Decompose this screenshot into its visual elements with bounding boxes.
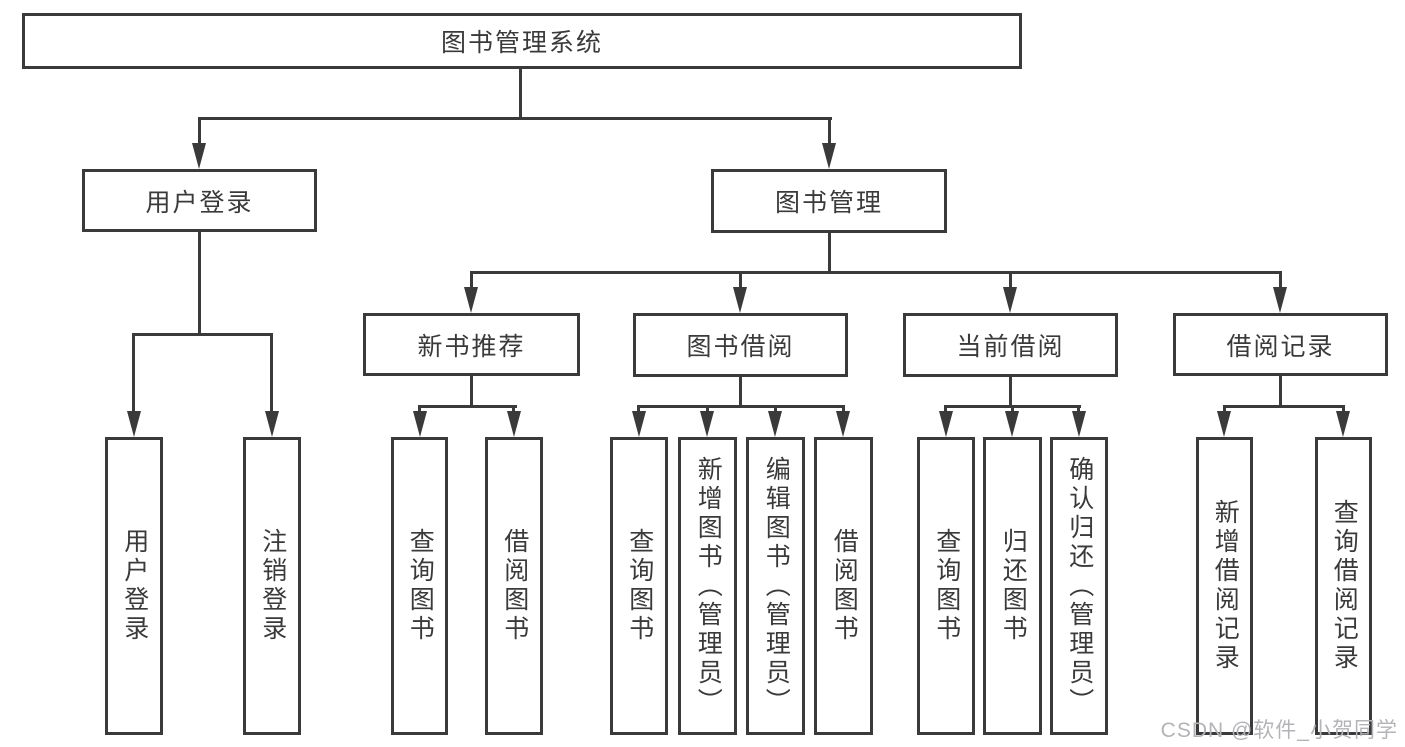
arrowhead-icon [265,411,279,437]
leaf-cb-confirm-return-admin: 确认归还（管理员） [1050,437,1108,735]
connector-line [739,271,742,289]
node-book-management: 图书管理 [711,169,947,233]
arrowhead-icon [507,411,521,437]
arrowhead-icon [1273,287,1287,313]
leaf-rec-add-record: 新增借阅记录 [1196,437,1253,735]
connector-line [1279,271,1282,289]
connector-line [198,232,201,333]
arrowhead-icon [733,287,747,313]
node-book-borrowing: 图书借阅 [633,313,848,377]
connector-line [1223,405,1226,414]
connector-line [1279,376,1282,407]
arrowhead-icon [836,411,850,437]
csdn-watermark: CSDN @软件_小贺同学 [1160,719,1398,742]
leaf-cb-query-books: 查询图书 [917,437,975,735]
connector-line [828,233,831,273]
connector-line [132,333,135,413]
arrowhead-icon [1005,411,1019,437]
connector-line [512,405,515,414]
connector-line [739,377,742,407]
connector-line [842,405,845,414]
arrowhead-icon [127,411,141,437]
connector-line [519,69,522,117]
leaf-nb-borrow-books: 借阅图书 [485,437,543,735]
leaf-bb-add-books-admin: 新增图书（管理员） [678,437,737,735]
connector-line [637,405,845,408]
connector-line [198,117,832,120]
arrowhead-icon [413,411,427,437]
leaf-bb-query-books: 查询图书 [610,437,668,735]
arrowhead-icon [700,411,714,437]
arrowhead-icon [1072,411,1086,437]
arrowhead-icon [1336,411,1350,437]
connector-line [418,405,421,414]
node-new-book-recommend: 新书推荐 [363,313,580,376]
leaf-nb-query-books: 查询图书 [391,437,448,735]
connector-line [132,333,273,336]
connector-line [1077,405,1080,414]
node-current-borrowing: 当前借阅 [903,313,1118,377]
arrowhead-icon [1003,287,1017,313]
arrowhead-icon [768,411,782,437]
leaf-user-login: 用户登录 [105,437,163,735]
connector-line [706,405,709,414]
connector-line [1011,405,1014,414]
arrowhead-icon [822,143,836,169]
connector-line [1009,377,1012,407]
connector-line [1223,405,1345,408]
leaf-bb-edit-books-admin: 编辑图书（管理员） [746,437,805,735]
connector-line [198,117,201,145]
connector-line [470,376,473,407]
connector-line [470,271,1282,274]
connector-line [1342,405,1345,414]
connector-line [470,271,473,289]
connector-line [418,405,517,408]
arrowhead-icon [1217,411,1231,437]
node-borrow-records: 借阅记录 [1173,313,1388,376]
node-user-login: 用户登录 [82,169,317,232]
arrowhead-icon [192,143,206,169]
leaf-rec-query-record: 查询借阅记录 [1315,437,1372,735]
connector-line [637,405,640,414]
connector-line [774,405,777,414]
connector-line [944,405,947,414]
connector-line [270,333,273,413]
connector-line [1009,271,1012,289]
leaf-bb-borrow-books: 借阅图书 [814,437,873,735]
arrowhead-icon [939,411,953,437]
node-library-system: 图书管理系统 [22,13,1022,69]
leaf-logout: 注销登录 [243,437,301,735]
arrowhead-icon [632,411,646,437]
arrowhead-icon [464,287,478,313]
leaf-cb-return-books: 归还图书 [983,437,1042,735]
connector-line [828,117,831,145]
